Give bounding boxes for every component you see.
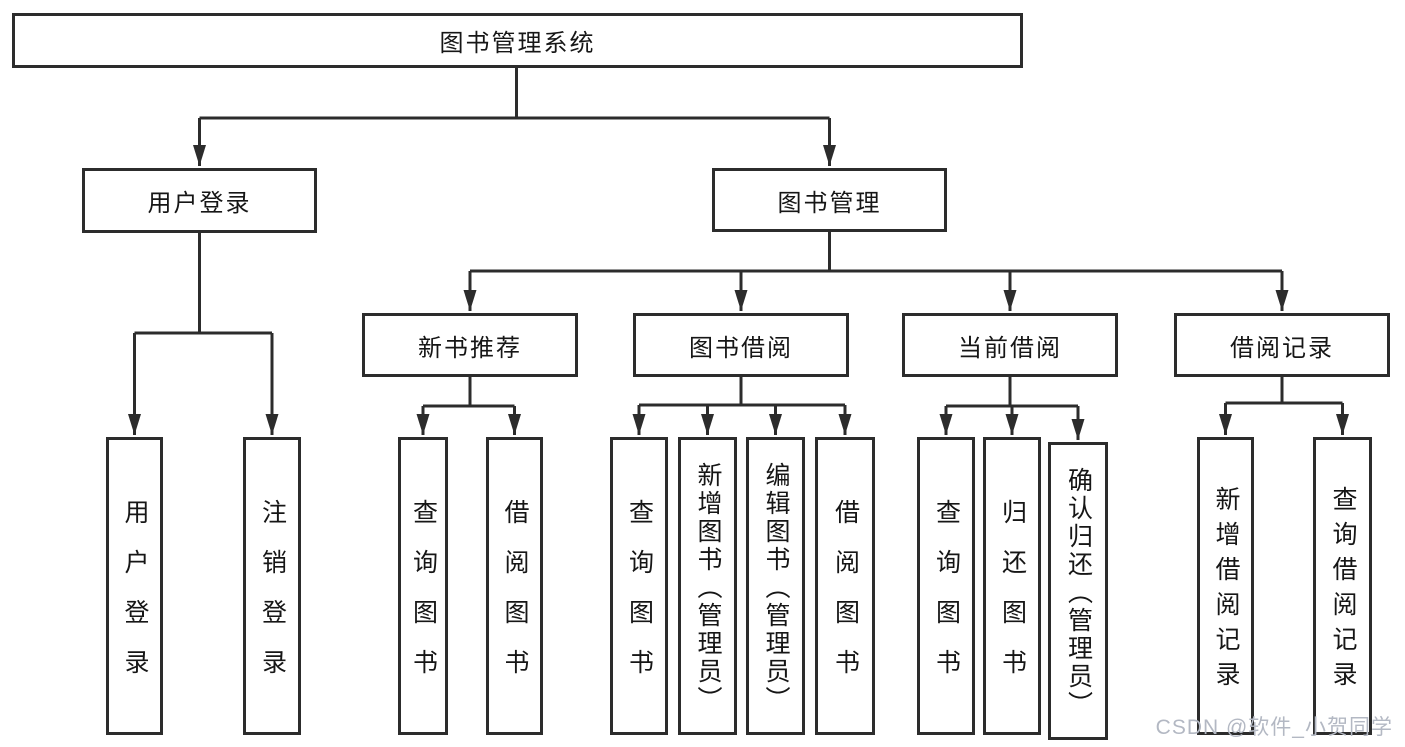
leaf-borrow-add-book: 新增图书（管理员） — [678, 437, 737, 735]
connector-current-borrow-children — [939, 377, 1085, 440]
node-module-label: 新书推荐 — [418, 334, 522, 362]
leaf-borrow-edit-book: 编辑图书（管理员） — [746, 437, 805, 735]
connector-user-login-children — [128, 233, 279, 435]
leaf-label: 借阅图书 — [831, 498, 860, 699]
leaf-current-confirm-return: 确认归还（管理员） — [1048, 442, 1108, 740]
node-user-login: 用户登录 — [82, 168, 317, 233]
leaf-label: 新增借阅记录 — [1212, 486, 1240, 696]
connector-book-mgmt-to-modules — [463, 232, 1289, 311]
node-module-label: 借阅记录 — [1230, 334, 1334, 362]
leaf-label: 确认归还（管理员） — [1064, 466, 1093, 719]
leaf-label: 编辑图书（管理员） — [762, 461, 790, 714]
leaf-label: 查询图书 — [932, 498, 961, 699]
leaf-label: 注销登录 — [258, 498, 287, 699]
connector-borrow-record-children — [1219, 377, 1349, 435]
leaf-logout: 注销登录 — [243, 437, 301, 735]
node-user-login-label: 用户登录 — [147, 190, 252, 217]
csdn-watermark: CSDN @软件_小贺同学 — [1155, 716, 1393, 739]
node-module-book-borrow: 图书借阅 — [633, 313, 849, 377]
node-book-mgmt: 图书管理 — [712, 168, 947, 232]
leaf-record-query: 查询借阅记录 — [1313, 437, 1372, 735]
node-module-label: 当前借阅 — [958, 334, 1062, 362]
node-module-new-book: 新书推荐 — [362, 313, 578, 377]
leaf-new-book-query: 查询图书 — [398, 437, 448, 735]
node-book-mgmt-label: 图书管理 — [777, 189, 882, 217]
leaf-current-query: 查询图书 — [917, 437, 975, 735]
connector-new-book-children — [416, 377, 521, 435]
node-module-current-borrow: 当前借阅 — [902, 313, 1118, 377]
node-root-label: 图书管理系统 — [439, 30, 596, 57]
leaf-record-add: 新增借阅记录 — [1197, 437, 1254, 735]
leaf-label: 借阅图书 — [501, 498, 529, 699]
node-module-label: 图书借阅 — [689, 334, 793, 362]
leaf-user-login: 用户登录 — [106, 437, 163, 735]
leaf-label: 用户登录 — [121, 498, 149, 699]
leaf-borrow-query: 查询图书 — [610, 437, 668, 735]
connector-root-to-level2 — [193, 68, 836, 166]
leaf-label: 查询图书 — [625, 498, 654, 699]
leaf-new-book-borrow: 借阅图书 — [486, 437, 543, 735]
leaf-label: 归还图书 — [998, 498, 1027, 699]
leaf-current-return: 归还图书 — [983, 437, 1041, 735]
leaf-label: 新增图书（管理员） — [694, 461, 722, 714]
leaf-label: 查询图书 — [409, 498, 438, 699]
connector-book-borrow-children — [632, 377, 852, 435]
leaf-label: 查询借阅记录 — [1329, 486, 1357, 696]
leaf-borrow-book: 借阅图书 — [815, 437, 875, 735]
node-module-borrow-record: 借阅记录 — [1174, 313, 1390, 377]
node-root: 图书管理系统 — [12, 13, 1023, 68]
